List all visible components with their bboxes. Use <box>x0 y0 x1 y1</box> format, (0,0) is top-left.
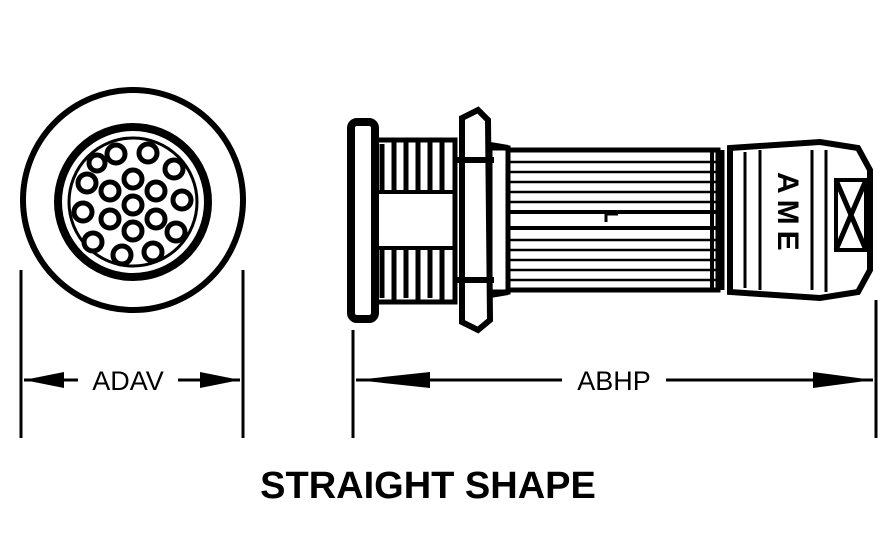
drawing-caption: STRAIGHT SHAPE <box>260 465 596 507</box>
threaded-section <box>372 137 458 305</box>
dimension-abhp: ABHP <box>351 300 878 438</box>
coupling-body <box>505 147 725 293</box>
flange <box>347 118 379 323</box>
arrowhead-right <box>813 372 873 388</box>
hex-nut <box>455 106 511 334</box>
contact-pins <box>71 141 194 267</box>
arrowhead-left <box>24 372 64 388</box>
dimension-label-abhp: ABHP <box>577 366 651 396</box>
outer-shell-ring <box>20 87 246 313</box>
dimension-adav: ADAV <box>19 270 245 438</box>
inner-shell-ring <box>54 123 212 281</box>
arrowhead-right <box>200 372 240 388</box>
arrowhead-left <box>356 372 430 388</box>
backshell: AME <box>727 138 873 302</box>
side-view-marking: AME <box>771 172 804 257</box>
dimension-label-adav: ADAV <box>92 366 164 396</box>
insert-face <box>67 136 199 268</box>
end-view <box>20 87 246 313</box>
side-view: AME <box>347 106 873 334</box>
